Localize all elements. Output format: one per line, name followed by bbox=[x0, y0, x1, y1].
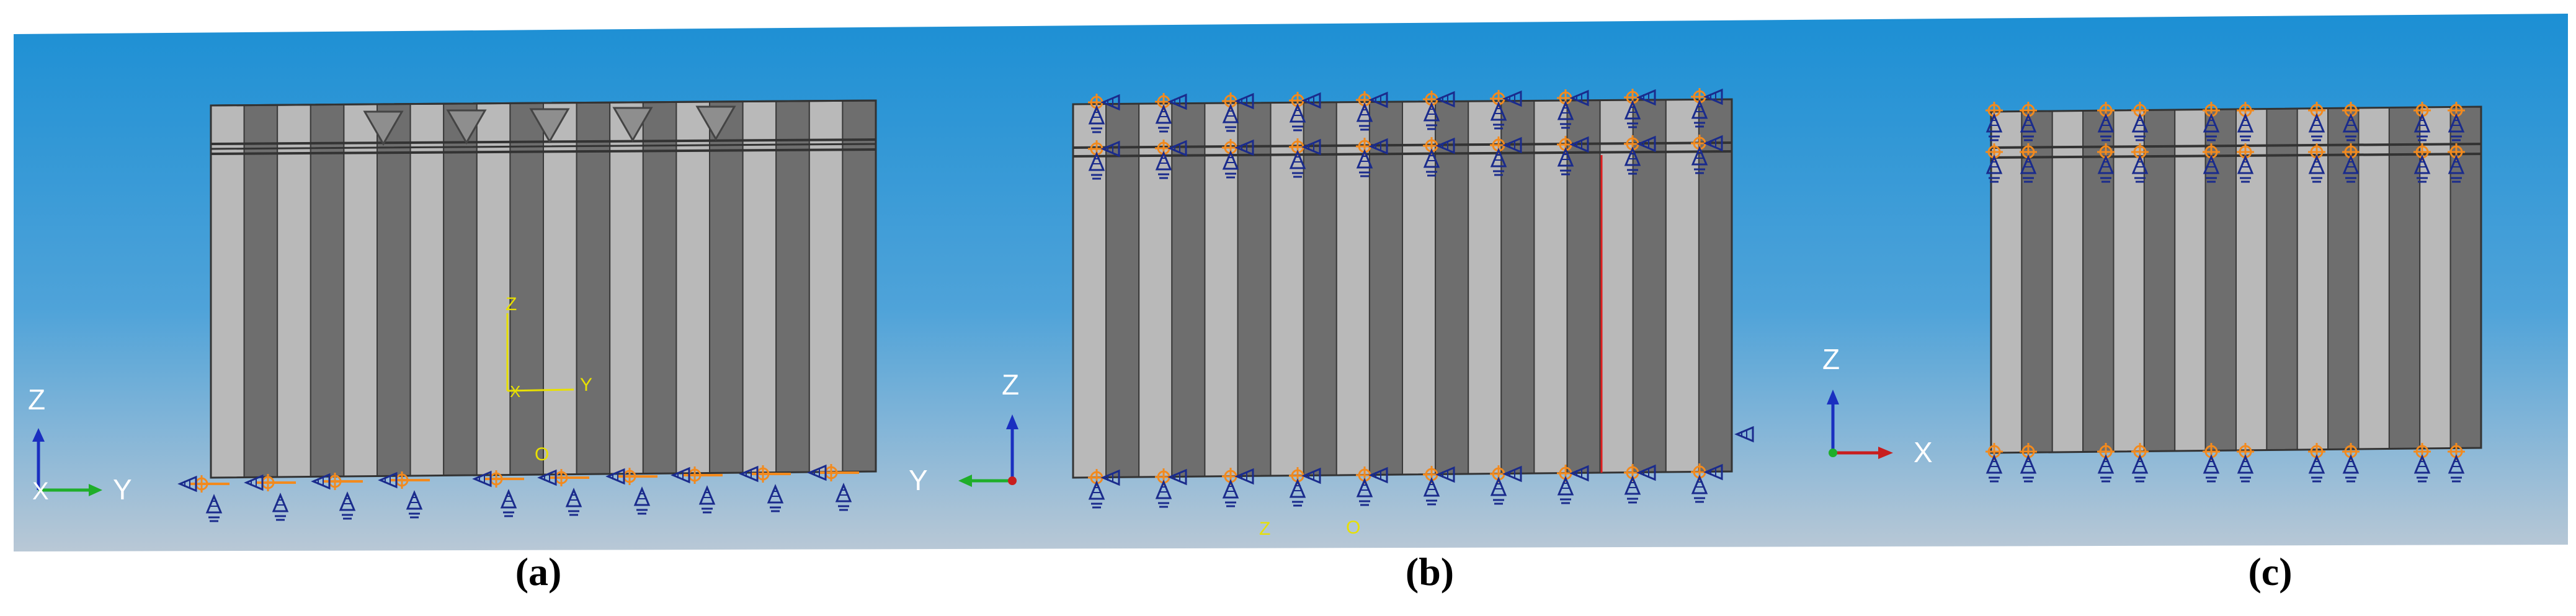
panel-a: Z Y X O Z Y X bbox=[28, 99, 877, 522]
panel-a-axis-z-label: Z bbox=[28, 383, 45, 416]
panel-a-caption: (a) bbox=[515, 550, 562, 594]
panel-c-strip bbox=[2388, 106, 2421, 450]
panel-c-strip bbox=[2143, 109, 2176, 452]
panel-c-strip bbox=[2327, 107, 2360, 450]
panel-b-strip bbox=[1105, 103, 1140, 478]
panel-b-strip bbox=[1500, 100, 1535, 475]
panel-c-strip bbox=[2051, 110, 2084, 453]
panel-b-strip bbox=[1599, 99, 1634, 474]
panel-a-csys-y: Y bbox=[580, 375, 592, 395]
panel-a-strip bbox=[443, 102, 478, 476]
panel-a-strip bbox=[576, 102, 611, 475]
panel-a-strip bbox=[377, 103, 411, 477]
panel-c-strip bbox=[2419, 106, 2451, 450]
panel-b-strip bbox=[1632, 99, 1667, 473]
panel-a-csys-x: X bbox=[510, 382, 520, 401]
panel-b-strip bbox=[1698, 98, 1732, 473]
panel-b-strips bbox=[1072, 98, 1732, 479]
panel-c-axis-triad: Z X bbox=[1822, 343, 1933, 468]
panel-a-strip bbox=[409, 103, 445, 477]
panel-a-strip bbox=[243, 104, 279, 478]
panel-b-strip bbox=[1402, 100, 1437, 476]
panel-a-strip bbox=[310, 104, 345, 478]
panel-b: Z O Z Y bbox=[909, 87, 1754, 539]
panel-a-strip bbox=[808, 100, 844, 473]
panel-c-strip bbox=[2235, 108, 2268, 452]
panel-a-strip bbox=[609, 101, 644, 475]
panel-b-label-o: O bbox=[1346, 517, 1360, 538]
panel-a-strip bbox=[476, 102, 511, 476]
panel-a-axis-y-label: Y bbox=[113, 473, 132, 506]
panel-a-csys-z: Z bbox=[506, 294, 517, 315]
panel-a-boundary-conditions bbox=[179, 463, 859, 522]
panel-c-caption: (c) bbox=[2248, 550, 2293, 594]
panel-a-strip bbox=[543, 102, 577, 476]
panel-a-strip bbox=[742, 100, 777, 474]
panel-a-strip bbox=[509, 102, 544, 476]
panel-c: Z X bbox=[1822, 100, 2482, 483]
panel-a-local-csys: Z Y X O bbox=[506, 294, 592, 465]
panel-a-strip bbox=[343, 103, 378, 478]
panel-a-top-bands bbox=[210, 99, 877, 479]
panel-a-strip bbox=[709, 100, 744, 474]
panel-b-extra-labels: Z O bbox=[1259, 517, 1360, 539]
panel-b-axis-triad: Z Y bbox=[909, 368, 1019, 496]
panel-a-strip bbox=[775, 100, 810, 473]
panel-b-axis-y-label: Y bbox=[909, 464, 928, 496]
panel-b-strip bbox=[1665, 99, 1700, 473]
panel-b-axis-z-label: Z bbox=[1002, 368, 1019, 401]
panel-a-strips bbox=[210, 99, 876, 479]
panel-b-caption: (b) bbox=[1405, 550, 1455, 594]
panel-b-strip bbox=[1335, 101, 1370, 476]
panel-b-strip bbox=[1303, 101, 1337, 476]
panel-c-axis-x-label: X bbox=[1914, 436, 1933, 468]
panel-c-strip bbox=[2296, 107, 2329, 451]
panel-a-axis-triad: Z Y X bbox=[28, 383, 132, 506]
panel-c-top-bands bbox=[1990, 105, 2482, 454]
panel-c-strips bbox=[1990, 105, 2482, 454]
panel-b-label-z: Z bbox=[1259, 519, 1270, 539]
panel-a-notches bbox=[363, 105, 736, 146]
panel-b-strip bbox=[1368, 100, 1403, 476]
panel-c-strip bbox=[2358, 107, 2390, 450]
panel-c-strip bbox=[2082, 109, 2115, 453]
panel-b-strip bbox=[1072, 103, 1107, 479]
panel-a-strip bbox=[842, 99, 876, 473]
panel-a-strip bbox=[210, 104, 245, 479]
panel-a-strip bbox=[277, 104, 311, 478]
panel-a-strip bbox=[675, 100, 710, 475]
panel-c-strip bbox=[2174, 109, 2206, 452]
panel-b-strip bbox=[1566, 99, 1601, 474]
panel-b-strip bbox=[1237, 102, 1272, 477]
panel-b-strip bbox=[1270, 102, 1304, 477]
panel-c-strip bbox=[2266, 107, 2298, 451]
panel-c-axis-z-label: Z bbox=[1822, 343, 1840, 375]
panel-b-strip bbox=[1435, 100, 1469, 475]
panel-b-strip bbox=[1171, 102, 1206, 478]
panel-a-strip bbox=[642, 101, 677, 475]
panel-a-axis-x-label: X bbox=[32, 478, 49, 505]
panel-a-marker-o: O bbox=[535, 444, 549, 465]
